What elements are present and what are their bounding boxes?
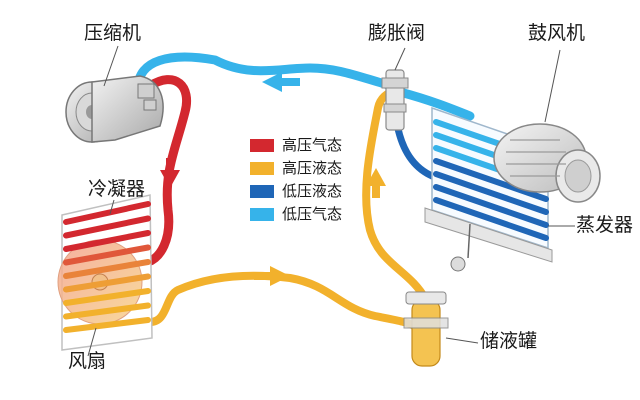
legend-label: 高压液态 <box>282 159 343 177</box>
flow-arrow-high-liquid-up <box>366 168 386 198</box>
legend-label: 低压气态 <box>282 205 343 223</box>
receiver-drier-label: 储液罐 <box>480 330 538 352</box>
coil-tube <box>433 184 549 228</box>
coil-tube <box>63 302 151 320</box>
flow-arrow-low-gas <box>262 72 300 92</box>
leader-lines <box>87 45 575 357</box>
coil-tube <box>63 288 151 306</box>
coil-tube <box>63 244 151 266</box>
coil-tube <box>63 201 151 225</box>
high-pressure-liquid-line-2 <box>362 88 430 304</box>
fan-label: 风扇 <box>68 350 107 372</box>
legend-item: 低压液态 <box>250 180 342 203</box>
expansion-valve <box>381 69 409 131</box>
coil-tube <box>63 215 151 239</box>
condenser-coils <box>63 201 151 333</box>
compressor <box>65 75 164 143</box>
legend-swatch <box>250 162 274 175</box>
legend-item: 高压气态 <box>250 134 342 157</box>
receiver-drier <box>403 291 449 367</box>
coil-tube <box>63 259 151 279</box>
blower <box>493 123 601 203</box>
evaporator-label: 蒸发器 <box>576 214 634 236</box>
legend-label: 高压气态 <box>282 136 343 154</box>
legend: 高压气态 高压液态 低压液态 低压气态 <box>250 134 342 226</box>
legend-item: 高压液态 <box>250 157 342 180</box>
expansion-valve-label: 膨胀阀 <box>368 22 426 44</box>
legend-label: 低压液态 <box>282 182 343 200</box>
blower-label: 鼓风机 <box>528 22 586 44</box>
legend-item: 低压气态 <box>250 203 342 226</box>
high-pressure-liquid-line <box>146 271 418 330</box>
condenser-unit <box>57 194 153 351</box>
legend-swatch <box>250 139 274 152</box>
coil-tube <box>63 230 151 252</box>
low-pressure-gas-line <box>133 52 397 93</box>
coil-tube <box>433 171 549 215</box>
coil-tube <box>63 273 151 293</box>
legend-swatch <box>250 185 274 198</box>
coil-tube <box>433 197 549 241</box>
condenser-label: 冷凝器 <box>88 178 146 200</box>
coil-tube <box>63 317 151 333</box>
coil-tube <box>433 158 549 202</box>
flow-arrow-high-gas <box>160 158 180 188</box>
flow-arrow-high-liquid-right <box>254 266 290 286</box>
low-pressure-gas-line-2 <box>395 87 475 121</box>
compressor-label: 压缩机 <box>84 22 142 44</box>
legend-swatch <box>250 208 274 221</box>
